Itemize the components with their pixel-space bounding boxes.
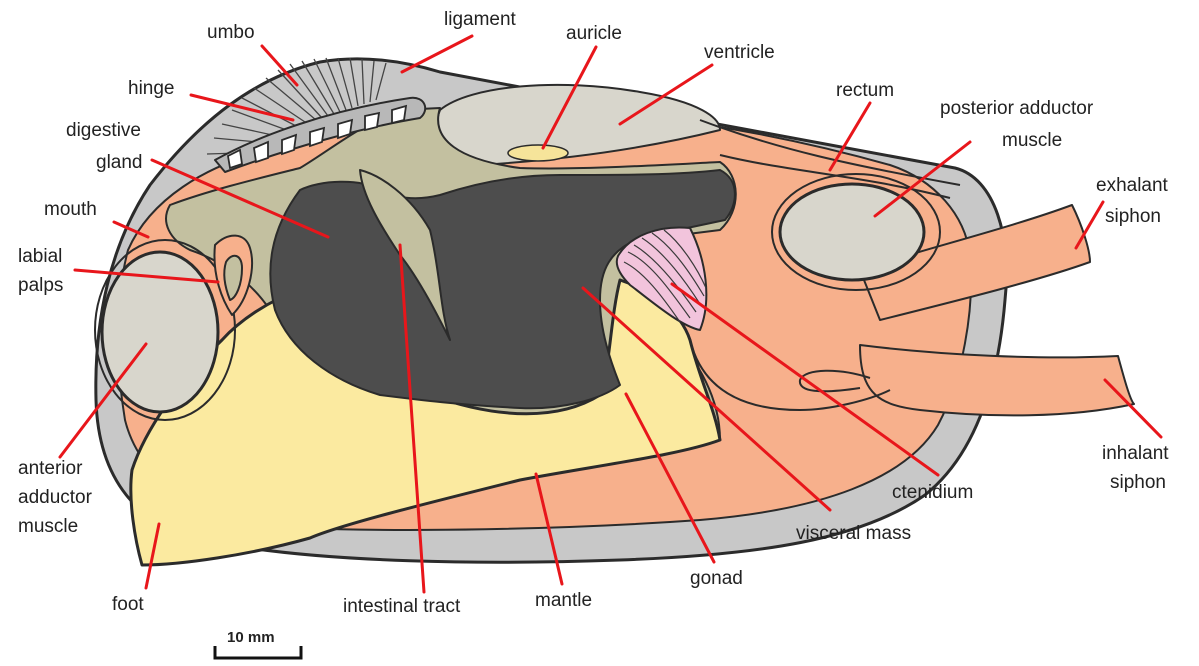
- label-anterior-1: anterior: [18, 458, 83, 479]
- label-labial-2: palps: [18, 275, 63, 296]
- label-mouth: mouth: [44, 199, 97, 220]
- label-ventricle: ventricle: [704, 42, 775, 63]
- auricle: [508, 145, 568, 161]
- label-inhalant-1: inhalant: [1102, 443, 1169, 464]
- label-umbo: umbo: [207, 22, 255, 43]
- label-gonad: gonad: [690, 568, 743, 589]
- label-exhalant-1: exhalant: [1096, 175, 1169, 196]
- label-hinge: hinge: [128, 78, 175, 99]
- label-digestive-1: digestive: [66, 120, 141, 141]
- label-posterior-adductor-1: posterior adductor: [940, 98, 1094, 119]
- inhalant-siphon: [860, 345, 1134, 415]
- label-exhalant-2: siphon: [1105, 206, 1161, 227]
- label-digestive-2: gland: [96, 152, 143, 173]
- label-labial-1: labial: [18, 246, 62, 267]
- label-mantle: mantle: [535, 590, 592, 611]
- label-ctenidium: ctenidium: [892, 482, 973, 503]
- label-ligament: ligament: [444, 9, 517, 30]
- label-anterior-2: adductor: [18, 487, 93, 508]
- label-posterior-adductor-2: muscle: [1002, 130, 1062, 151]
- label-auricle: auricle: [566, 23, 622, 44]
- label-anterior-3: muscle: [18, 516, 78, 537]
- label-foot: foot: [112, 594, 144, 615]
- scale-bar-line: [215, 646, 301, 658]
- label-intestinal-tract: intestinal tract: [343, 596, 461, 617]
- leader-ligament: [402, 36, 472, 72]
- scale-bar-label: 10 mm: [227, 629, 275, 646]
- label-inhalant-2: siphon: [1110, 472, 1166, 493]
- scale-bar: 10 mm: [215, 629, 301, 658]
- label-visceral-mass: visceral mass: [796, 523, 911, 544]
- posterior-adductor-muscle: [780, 184, 924, 280]
- label-rectum: rectum: [836, 80, 894, 101]
